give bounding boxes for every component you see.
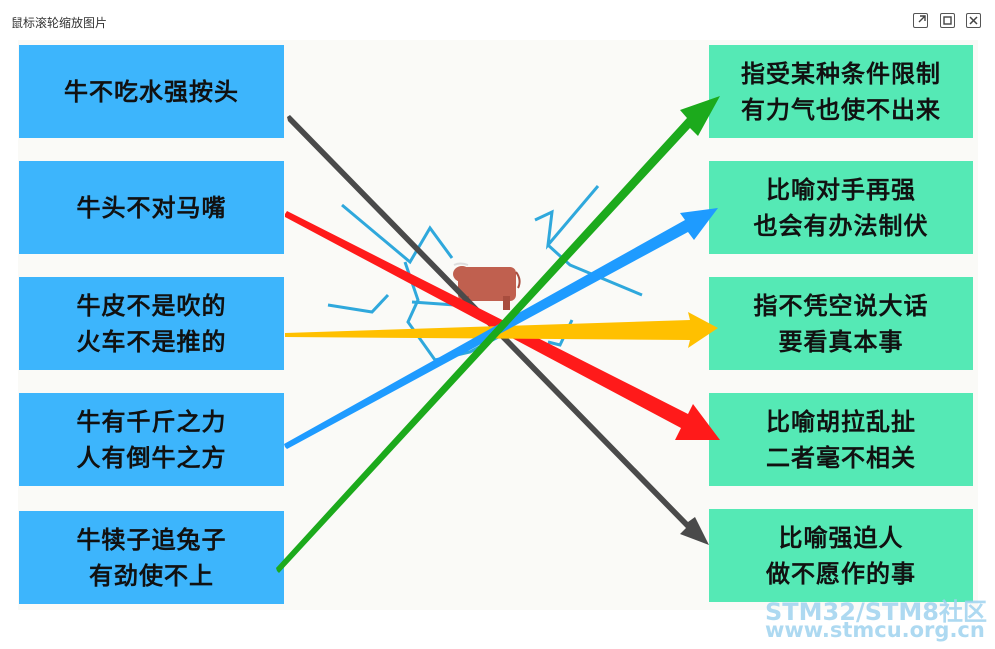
right-card-1-line2: 有力气也使不出来 — [741, 95, 941, 124]
left-card-3[interactable]: 牛皮不是吹的 火车不是推的 — [19, 277, 284, 370]
right-card-4-line2: 二者毫不相关 — [766, 443, 916, 472]
right-card-1[interactable]: 指受某种条件限制 有力气也使不出来 — [709, 45, 973, 138]
left-card-1[interactable]: 牛不吃水强按头 — [19, 45, 284, 138]
right-card-5[interactable]: 比喻强迫人 做不愿作的事 — [709, 509, 973, 602]
window-titlebar: 鼠标滚轮缩放图片 — [0, 0, 995, 40]
maximize-icon[interactable] — [940, 13, 955, 28]
right-card-5-line2: 做不愿作的事 — [766, 559, 916, 588]
external-link-icon[interactable] — [913, 13, 928, 28]
left-card-2[interactable]: 牛头不对马嘴 — [19, 161, 284, 254]
right-card-3[interactable]: 指不凭空说大话 要看真本事 — [709, 277, 973, 370]
left-card-4[interactable]: 牛有千斤之力 人有倒牛之方 — [19, 393, 284, 486]
right-card-4-line1: 比喻胡拉乱扯 — [766, 407, 916, 436]
window-title: 鼠标滚轮缩放图片 — [11, 16, 108, 30]
left-card-3-line1: 牛皮不是吹的 — [76, 291, 227, 320]
left-card-4-line2: 人有倒牛之方 — [76, 443, 227, 472]
left-card-2-line1: 牛头不对马嘴 — [76, 193, 227, 222]
close-icon[interactable] — [966, 13, 981, 28]
right-card-3-line2: 要看真本事 — [778, 327, 904, 356]
right-card-2-line2: 也会有办法制伏 — [753, 211, 929, 240]
right-card-1-line1: 指受某种条件限制 — [741, 59, 941, 88]
right-card-5-line1: 比喻强迫人 — [778, 523, 904, 552]
right-card-2[interactable]: 比喻对手再强 也会有办法制伏 — [709, 161, 973, 254]
left-card-1-line1: 牛不吃水强按头 — [64, 77, 239, 106]
watermark-url: www.stmcu.org.cn — [765, 618, 985, 642]
left-card-4-line1: 牛有千斤之力 — [76, 407, 227, 436]
left-card-5[interactable]: 牛犊子追兔子 有劲使不上 — [19, 511, 284, 604]
watermark-title: STM32/STM8社区 — [765, 598, 987, 626]
right-card-4[interactable]: 比喻胡拉乱扯 二者毫不相关 — [709, 393, 973, 486]
left-card-5-line1: 牛犊子追兔子 — [76, 525, 227, 554]
right-card-2-line1: 比喻对手再强 — [766, 175, 916, 204]
right-card-3-line1: 指不凭空说大话 — [753, 291, 929, 320]
left-card-5-line2: 有劲使不上 — [89, 561, 214, 590]
left-card-3-line2: 火车不是推的 — [76, 327, 227, 356]
arrow-green — [276, 96, 720, 573]
